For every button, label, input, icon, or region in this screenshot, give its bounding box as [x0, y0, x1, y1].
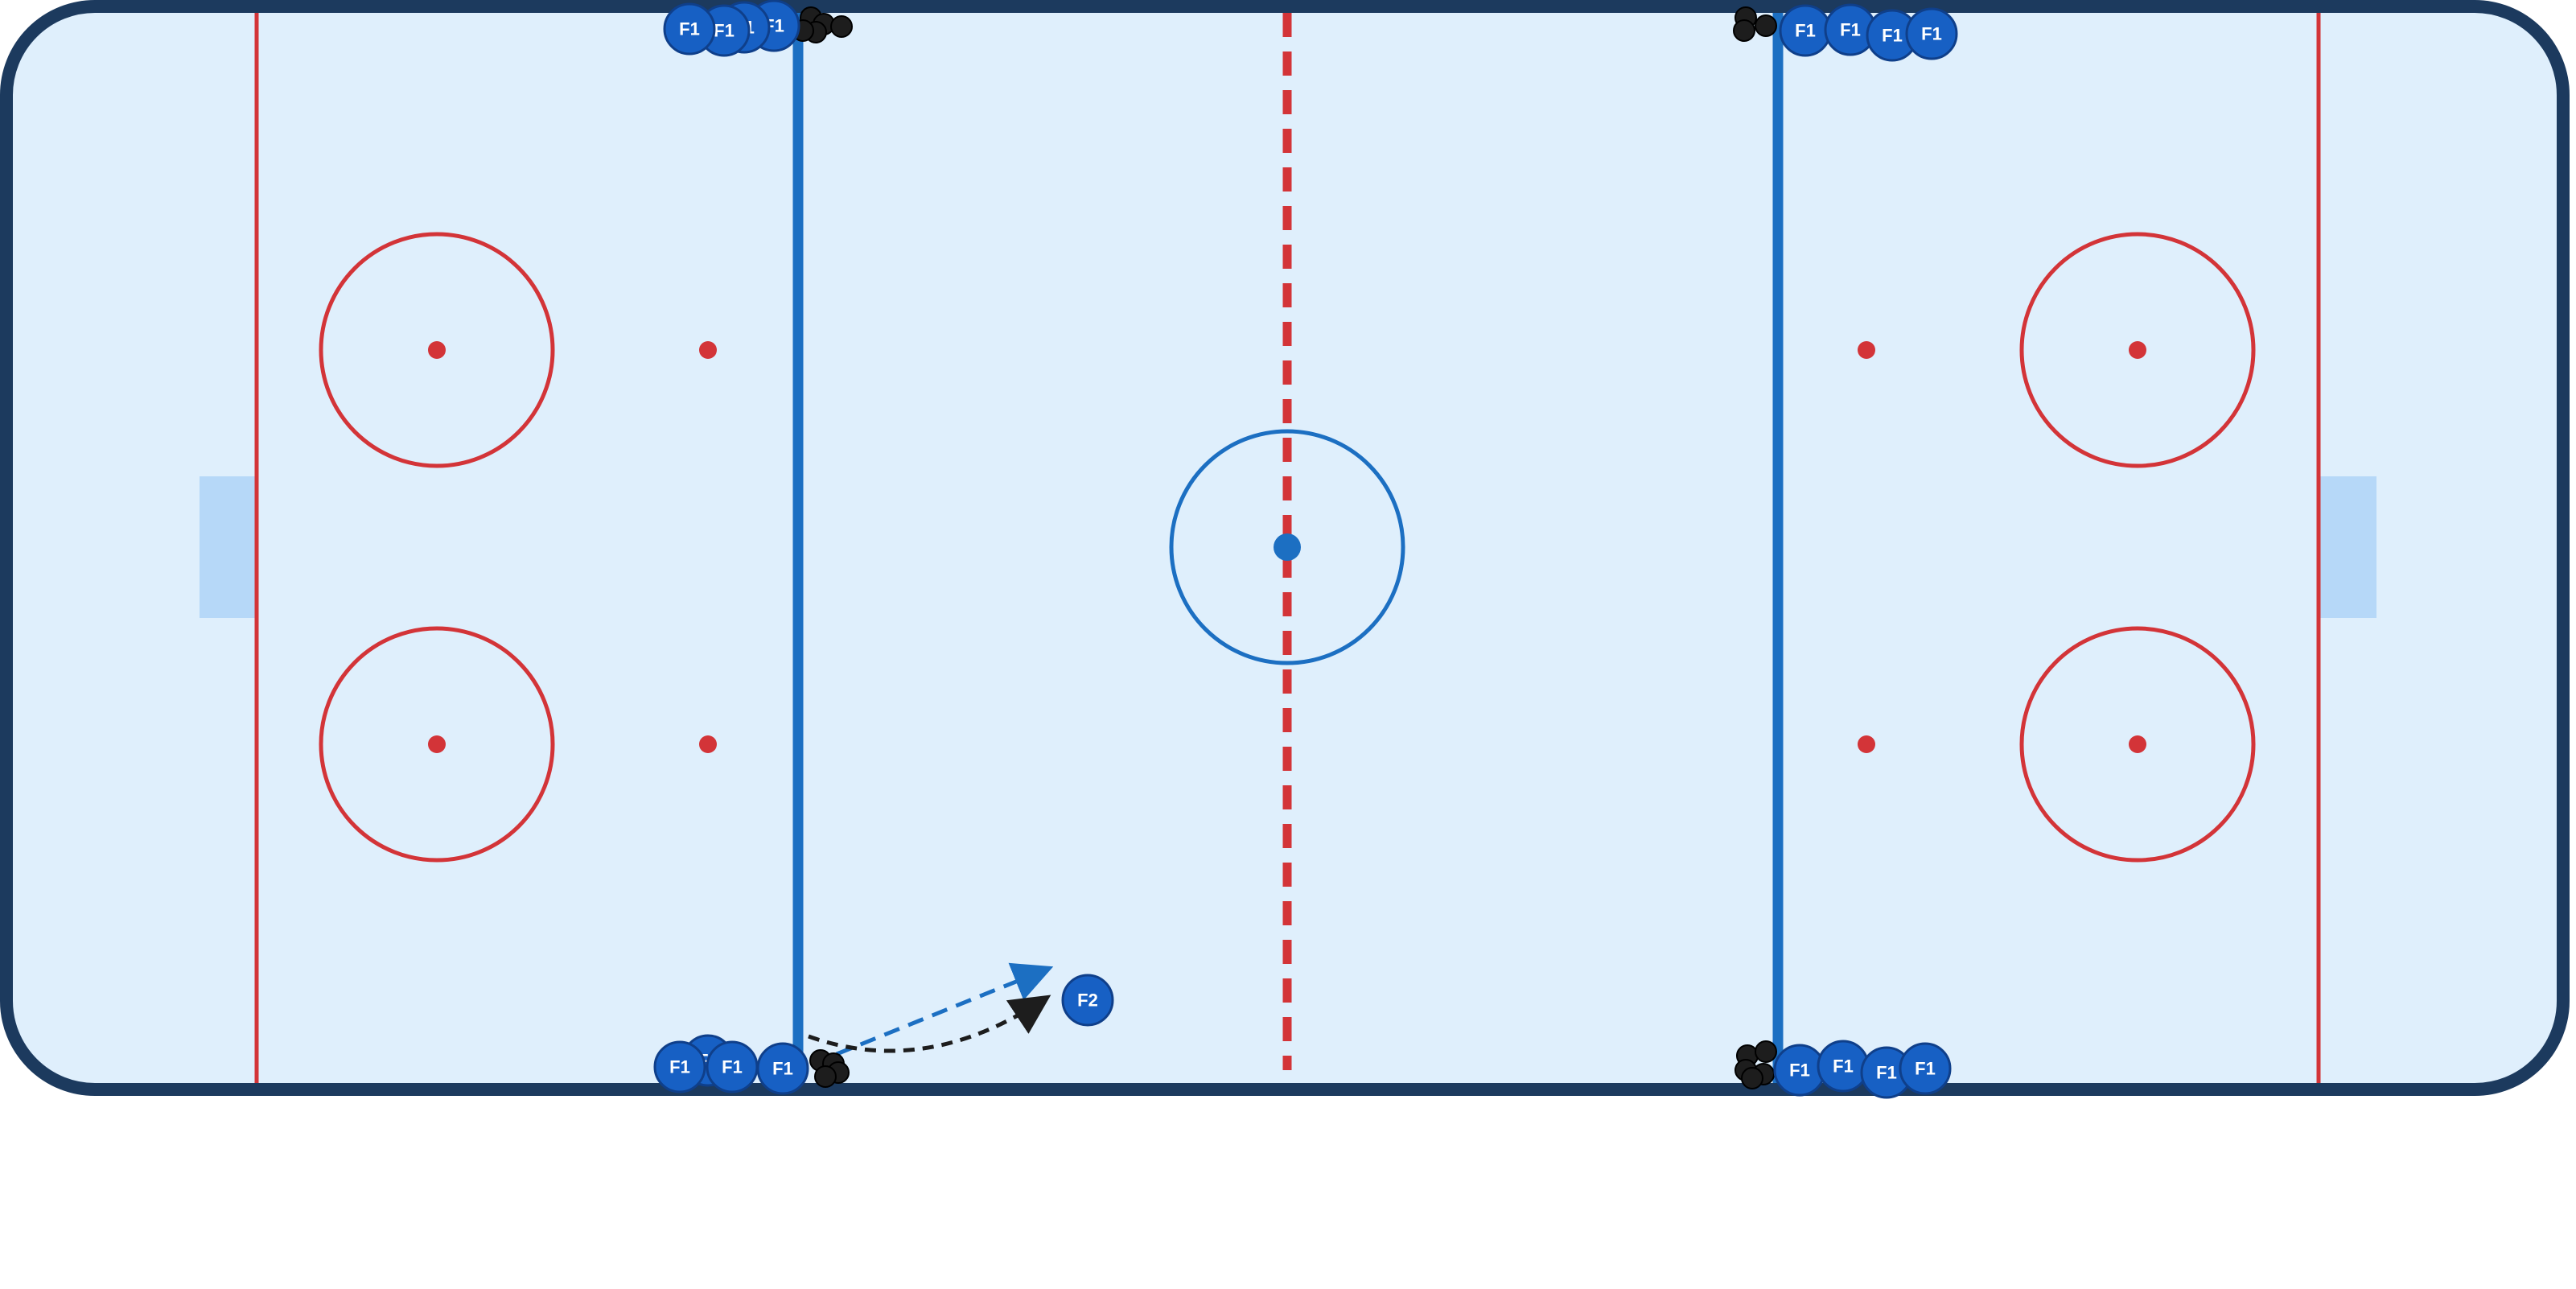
f1-group-bottom-right: F1 F1 F1 F1 [1773, 1040, 1952, 1099]
goal-crease-right [2319, 476, 2376, 618]
player-f1[interactable]: F1 [1866, 9, 1919, 62]
player-label: F1 [1833, 1056, 1854, 1077]
faceoff-circle-right-top [2019, 232, 2256, 468]
faceoff-dot-left-bottom [428, 735, 446, 753]
faceoff-dot-right-top [2129, 341, 2146, 359]
player-f1[interactable]: F1 [706, 1040, 759, 1093]
player-f1[interactable]: F1 [663, 2, 716, 56]
player-label: F1 [722, 1057, 743, 1077]
faceoff-circle-right-bottom [2019, 626, 2256, 863]
player-label: F1 [679, 19, 700, 39]
player-label: F2 [1077, 990, 1098, 1011]
neutral-faceoff-dot-right-bottom [1858, 735, 1875, 753]
puck-pile-top-right [1733, 6, 1777, 42]
neutral-faceoff-dot-right-top [1858, 341, 1875, 359]
neutral-faceoff-dot-left-bottom [699, 735, 717, 753]
skate-arrow [808, 995, 1051, 1053]
faceoff-dot-left-top [428, 341, 446, 359]
puck [1755, 1040, 1777, 1063]
player-label: F1 [772, 1059, 793, 1079]
neutral-faceoff-dot-left-top [699, 341, 717, 359]
player-f2[interactable]: F2 [1061, 974, 1114, 1027]
player-label: F1 [1840, 20, 1861, 40]
puck-pile-bottom-right [1734, 1040, 1777, 1089]
f1-group-top-left: F1 F1 F1 F1 [663, 0, 800, 57]
player-f1[interactable]: F1 [1899, 1042, 1952, 1095]
puck [830, 15, 853, 38]
faceoff-circle-left-top [319, 232, 555, 468]
player-f1[interactable]: F1 [1779, 4, 1832, 57]
puck-pile-bottom-left [809, 1049, 850, 1088]
player-label: F1 [1876, 1063, 1897, 1083]
puck [1733, 19, 1755, 42]
player-label: F1 [1882, 26, 1903, 46]
player-label: F1 [1795, 21, 1816, 41]
f1-group-top-right: F1 F1 F1 F1 [1779, 3, 1958, 62]
puck-pile-top-left [792, 6, 853, 43]
f1-group-bottom-left: F1 F1 F1 F1 [653, 1034, 809, 1095]
faceoff-dot-right-bottom [2129, 735, 2146, 753]
goal-crease-left [200, 476, 257, 618]
pass-arrow [836, 962, 1054, 1056]
player-f1[interactable]: F1 [1905, 7, 1958, 60]
player-f1[interactable]: F1 [756, 1042, 809, 1095]
puck [1741, 1067, 1763, 1089]
player-label: F1 [1921, 24, 1942, 44]
center-circle [1169, 429, 1405, 665]
center-faceoff-dot [1274, 533, 1301, 561]
faceoff-circle-left-bottom [319, 626, 555, 863]
player-label: F1 [669, 1057, 690, 1077]
player-label: F1 [1789, 1060, 1810, 1081]
player-label: F1 [1915, 1059, 1936, 1079]
player-f1[interactable]: F1 [653, 1040, 706, 1093]
player-label: F1 [714, 21, 735, 41]
player-f1[interactable]: F1 [1817, 1040, 1870, 1093]
puck [1755, 14, 1777, 37]
player-f1[interactable]: F1 [1773, 1044, 1826, 1097]
puck [814, 1065, 837, 1088]
